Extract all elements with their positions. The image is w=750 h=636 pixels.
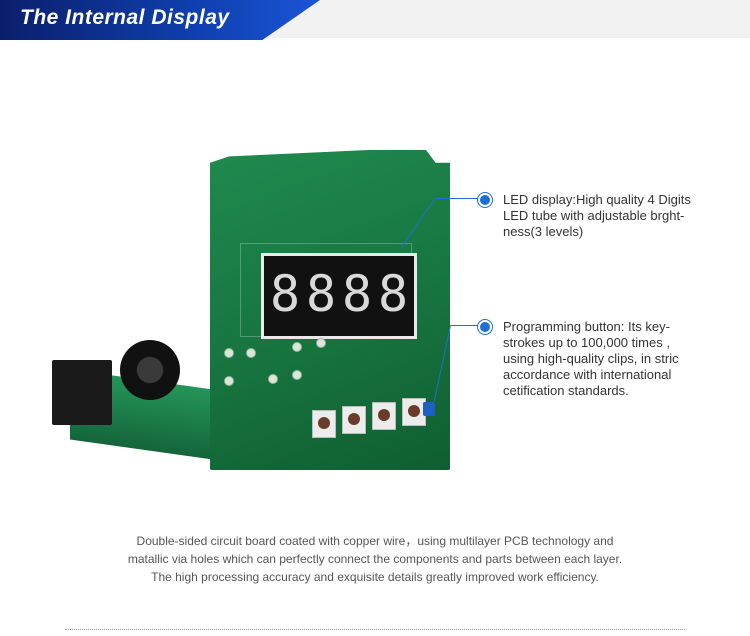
callout-dot-led [478,193,492,207]
pcb-illustration: 8 8 8 8 [50,150,500,480]
callout-button-line-2: strokes up to 100,000 times , [503,335,670,350]
callout-button-line-5: cetification standards. [503,383,629,398]
led-digit: 8 [306,265,337,323]
page-title: The Internal Display [20,6,230,29]
led-digit: 8 [378,265,409,323]
smd-component [292,370,302,380]
callout-led-line-2: LED tube with adjustable brght- [503,208,685,223]
description-text: Double-sided circuit board coated with c… [60,532,690,586]
led-display: 8 8 8 8 [261,253,417,339]
callout-button-line-1: Programming button: Its key- [503,319,670,334]
callout-line-button [451,325,482,326]
transformer-coil [120,340,180,400]
header-tab [0,0,320,40]
smd-component [224,376,234,386]
callout-dot-button [478,320,492,334]
callout-led-line-3: ness(3 levels) [503,224,584,239]
smd-component [224,348,234,358]
programming-button [423,402,435,416]
smd-component [246,348,256,358]
key-button [402,398,426,426]
description-line-2: matallic via holes which can perfectly c… [127,552,623,566]
key-button [312,410,336,438]
description-line-3: The high processing accuracy and exquisi… [151,570,599,584]
callout-button-line-4: accordance with international [503,367,672,382]
connector-block [52,360,112,425]
key-button [372,402,396,430]
description-line-1: Double-sided circuit board coated with c… [136,534,614,548]
key-button [342,406,366,434]
smd-component [292,342,302,352]
led-digit: 8 [342,265,373,323]
callout-button-line-3: using high-quality clips, in stric [503,351,679,366]
smd-component [268,374,278,384]
callout-led-text: LED display:High quality 4 Digits LED tu… [503,192,733,240]
callout-button-text: Programming button: Its key- strokes up … [503,319,733,399]
smd-component [316,338,326,348]
callout-line-led [436,198,482,199]
led-digit: 8 [270,265,301,323]
dotted-divider [65,629,685,630]
callout-led-line-1: LED display:High quality 4 Digits [503,192,691,207]
